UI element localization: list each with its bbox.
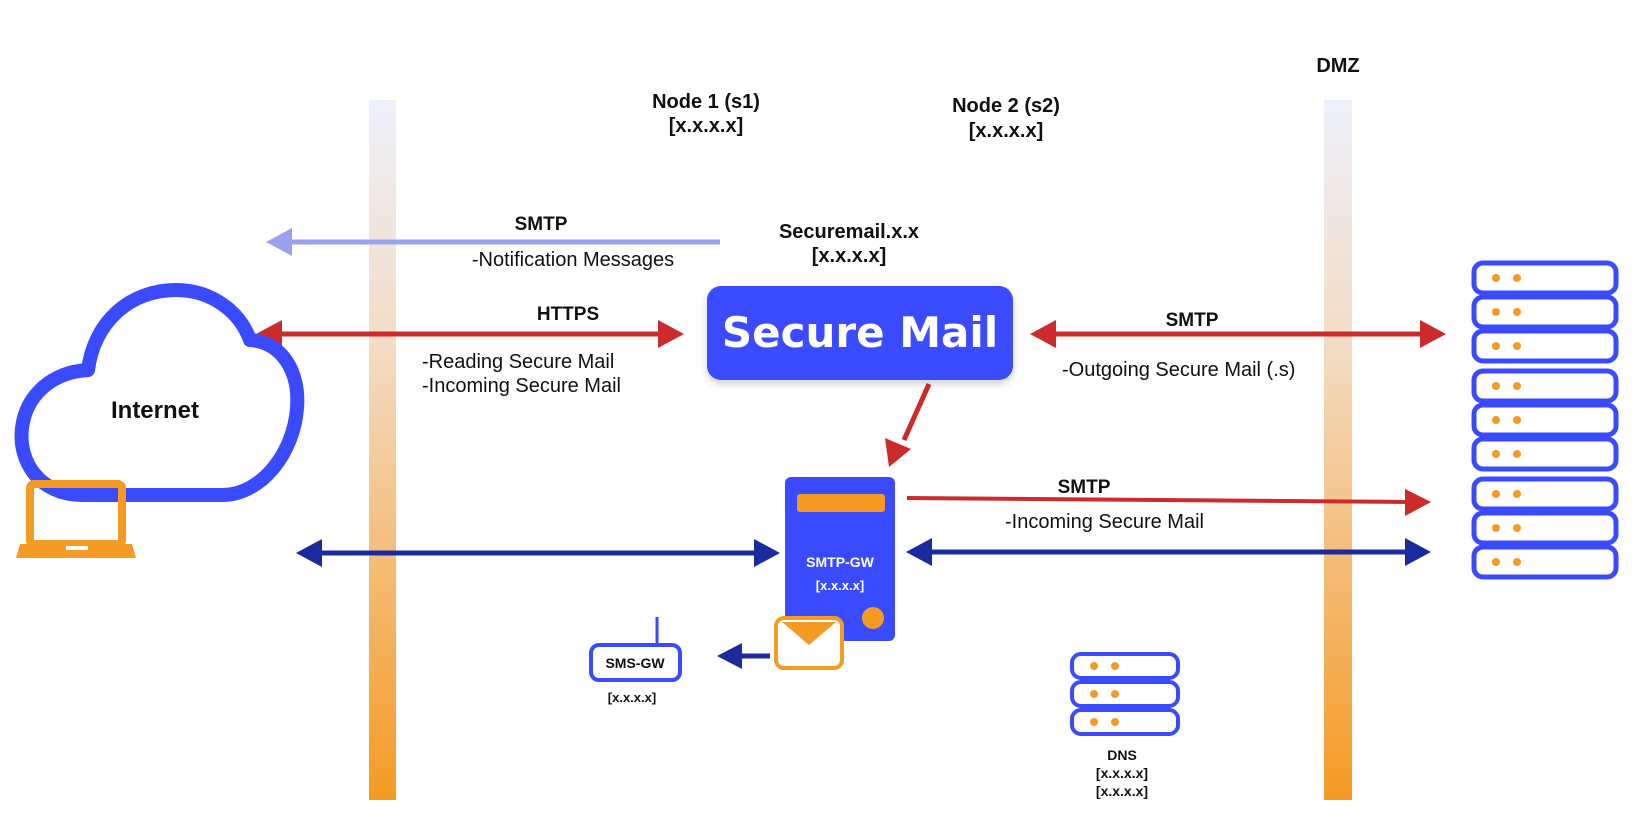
status-led-icon [1090,690,1098,698]
node1-ip: [x.x.x.x] [669,115,743,137]
gateway-to-sms-arrow [717,643,770,669]
server-unit [1471,544,1619,580]
smtp-gw-name: SMTP-GW [806,554,874,570]
https-protocol: HTTPS [537,304,599,325]
status-led-icon [1090,718,1098,726]
status-led-icon [1492,382,1500,390]
server-unit [1471,328,1619,364]
secure-mail-label: Secure Mail [722,308,998,357]
node2-ip: [x.x.x.x] [969,120,1043,142]
smtp-gw-ip: [x.x.x.x] [816,578,864,593]
status-led-icon [1492,450,1500,458]
status-led-icon [1513,450,1521,458]
cloud-icon [14,283,305,502]
node1-name: Node 1 (s1) [652,91,760,113]
notification-protocol: SMTP [515,214,568,235]
status-led-icon [1513,490,1521,498]
status-led-icon [1111,662,1119,670]
sms-gw-name: SMS-GW [605,655,665,671]
envelope-icon [774,616,844,670]
securemail-host-ip: [x.x.x.x] [812,245,886,267]
server-unit [1471,260,1619,296]
gateway-servers-arrow [906,538,1431,566]
https-desc-reading: -Reading Secure Mail [422,351,614,373]
sms-gateway[interactable]: SMS-GW [589,617,682,682]
dmz-label: DMZ [1316,55,1359,77]
internet-gateway-arrow [296,539,780,567]
status-led-icon [1492,342,1500,350]
server-unit [1471,294,1619,330]
notification-desc: -Notification Messages [472,249,674,271]
server-unit [1471,510,1619,546]
status-led-icon [1492,308,1500,316]
server-unit [1070,652,1180,680]
incoming-desc: -Incoming Secure Mail [1005,511,1204,533]
laptop-icon [16,480,136,558]
outgoing-smtp-arrow [1030,320,1446,348]
status-led-icon [1492,558,1500,566]
status-led-icon [1492,490,1500,498]
status-led-icon [1513,274,1521,282]
notification-arrow [266,228,720,256]
securemail-host-name: Securemail.x.x [779,221,919,243]
status-led-icon [1492,274,1500,282]
status-led-icon [1513,382,1521,390]
zone-divider-left [369,100,396,800]
dns-server[interactable] [1070,652,1180,736]
internet-label: Internet [111,397,199,424]
server-unit [1471,402,1619,438]
zone-divider-dmz [1324,100,1352,800]
smtp-gateway-server[interactable]: SMTP-GW [x.x.x.x] [785,477,895,641]
status-led-icon [1513,558,1521,566]
server-unit [1471,476,1619,512]
internet-cloud: Internet [14,283,305,502]
status-led-icon [1513,416,1521,424]
status-led-icon [1513,342,1521,350]
server-unit [1471,368,1619,404]
dns-name: DNS [1107,747,1137,763]
status-led-icon [1111,718,1119,726]
dns-ip-2: [x.x.x.x] [1096,783,1148,799]
secure-mail-box[interactable]: Secure Mail [707,286,1013,380]
https-arrow [256,320,684,348]
server-unit [1070,680,1180,708]
server-unit [1471,436,1619,472]
server-unit [1070,708,1180,736]
status-led-icon [1492,524,1500,532]
dns-ip-1: [x.x.x.x] [1096,765,1148,781]
status-led-icon [1492,416,1500,424]
server-rack[interactable] [1471,260,1619,580]
securemail-to-gateway-arrow [885,382,932,467]
outgoing-desc: -Outgoing Secure Mail (.s) [1062,359,1295,381]
sms-gw-ip: [x.x.x.x] [608,690,656,705]
status-led-icon [1513,308,1521,316]
node2-name: Node 2 (s2) [952,95,1060,117]
status-led-icon [1513,524,1521,532]
outgoing-protocol: SMTP [1166,310,1219,331]
incoming-smtp-arrow [906,489,1431,516]
status-led-icon [1111,690,1119,698]
incoming-protocol: SMTP [1058,477,1111,498]
status-led-icon [1090,662,1098,670]
https-desc-incoming: -Incoming Secure Mail [422,375,621,397]
